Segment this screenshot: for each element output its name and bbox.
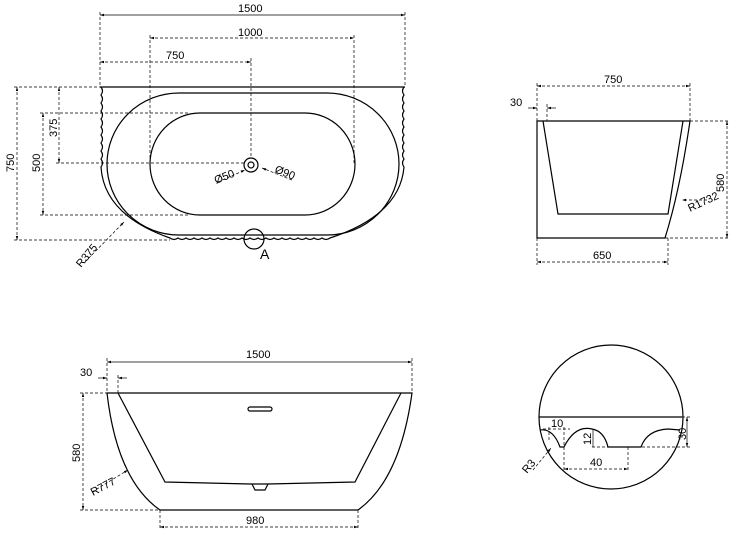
dim-length-label: 1500: [238, 3, 262, 15]
overflow-icon: [247, 406, 273, 412]
scalloped-outline: [100, 86, 405, 241]
side-outline: [536, 120, 691, 239]
dim-drain-offset-label: 750: [166, 50, 184, 62]
detail-a-label: A: [260, 246, 270, 262]
front-view: 1500 30 580 R777 980: [71, 349, 413, 530]
dim-radius-label: R375: [74, 242, 100, 270]
detail-pitch-label: 40: [590, 457, 602, 469]
side-top-width-label: 750: [604, 74, 622, 86]
side-base-width-label: 650: [593, 250, 611, 262]
front-base-length-label: 980: [246, 515, 264, 527]
dim-inner-length-label: 1000: [238, 27, 262, 39]
rim-outline: [106, 92, 400, 236]
dim-drain-depth-label: 375: [48, 119, 60, 137]
dim-drain-inner-label: Ø50: [213, 168, 237, 187]
detail-gap-label: 10: [551, 418, 563, 430]
side-view: 750 30 580 R1732 650: [510, 74, 730, 265]
front-length-label: 1500: [246, 349, 270, 361]
front-basin: [117, 392, 402, 485]
detail-a: 30 10 12 40 R3: [520, 344, 690, 490]
top-view: A 1500 1000 750 750 500 375 R375 Ø50 Ø90: [5, 3, 406, 270]
dim-inner-width-label: 500: [31, 154, 43, 172]
detail-edge-label: 30: [677, 428, 689, 440]
drain-inner: [247, 161, 255, 169]
front-radius-label: R777: [89, 476, 118, 499]
basin-outline: [149, 112, 356, 216]
front-height-label: 580: [71, 444, 83, 462]
side-rim-label: 30: [510, 97, 522, 109]
detail-radius-label: R3: [520, 457, 538, 475]
detail-scallops: [539, 427, 681, 448]
dim-drain-outer-label: Ø90: [273, 164, 297, 183]
front-rim-label: 30: [80, 367, 92, 379]
side-radius-label: R1732: [686, 190, 720, 215]
drain-icon: [251, 483, 269, 491]
side-basin: [542, 120, 684, 215]
detail-a-marker: [243, 228, 265, 250]
side-height-label: 580: [715, 174, 727, 192]
drain-outer: [243, 157, 259, 173]
detail-depth-label: 12: [582, 433, 594, 445]
dim-width-label: 750: [5, 154, 17, 172]
